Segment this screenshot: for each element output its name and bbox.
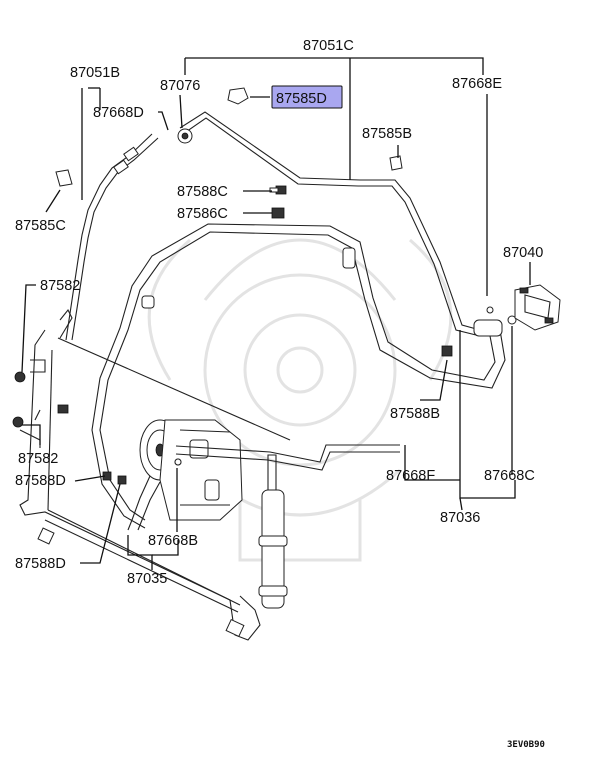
label-87586C: 87586C: [177, 206, 228, 222]
label-87588C: 87588C: [177, 184, 228, 200]
small-parts: [12, 87, 517, 485]
label-87668C: 87668C: [484, 468, 535, 484]
diagram-code: 3EV0B90: [507, 740, 545, 750]
part-labels: 87051C 87051B 87076 87585D 87668E 87668D…: [15, 38, 545, 750]
label-87588D-lower: 87588D: [15, 556, 66, 572]
ac-pipes: [65, 111, 506, 531]
receiver-drier: [258, 454, 288, 609]
leader-lines: [21, 57, 531, 570]
label-87051B: 87051B: [70, 65, 120, 81]
label-87076: 87076: [160, 78, 200, 94]
label-87668D: 87668D: [93, 105, 144, 121]
highlight-box-87585D: [271, 85, 343, 109]
label-87585B: 87585B: [362, 126, 412, 142]
expansion-valve: [514, 284, 561, 331]
label-87040: 87040: [503, 245, 543, 261]
label-87036: 87036: [440, 510, 480, 526]
label-87585C: 87585C: [15, 218, 66, 234]
label-87668F: 87668F: [386, 468, 435, 484]
condenser: [19, 308, 291, 641]
label-87588D-upper: 87588D: [15, 473, 66, 489]
label-87051C: 87051C: [303, 38, 354, 54]
label-87588B: 87588B: [390, 406, 440, 422]
label-87585D: 87585D: [276, 91, 327, 107]
label-87582-upper: 87582: [40, 278, 80, 294]
label-87035: 87035: [127, 571, 167, 587]
label-87668E: 87668E: [452, 76, 502, 92]
label-87668B: 87668B: [148, 533, 198, 549]
label-87582-lower: 87582: [18, 451, 58, 467]
compressor: [139, 419, 243, 521]
